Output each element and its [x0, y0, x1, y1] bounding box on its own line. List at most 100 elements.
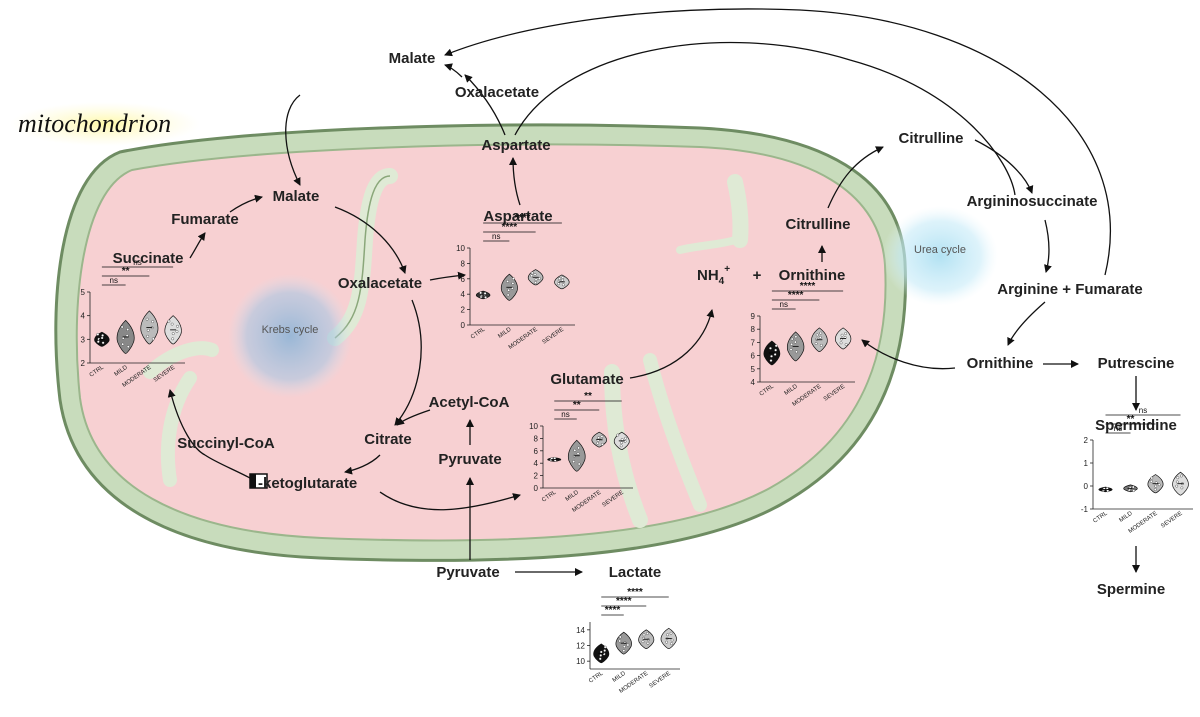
- data-point: [507, 288, 511, 292]
- data-point: [120, 325, 124, 329]
- pathway-arrows: [167, 8, 1140, 576]
- mitochondrion-shape: [54, 123, 908, 562]
- data-point: [558, 277, 561, 281]
- data-point: [577, 462, 581, 466]
- y-tick-label: 6: [751, 352, 756, 361]
- alpha-glyph-fill: [250, 474, 256, 488]
- data-point: [1157, 483, 1161, 487]
- arrow-citrulline-to-argininosuccinate: [974, 139, 1034, 194]
- label-glutamate: Glutamate: [550, 371, 623, 388]
- label-aspartate-cytosol: Aspartate: [481, 137, 550, 154]
- data-point: [597, 436, 601, 440]
- category-label-severe: SEVERE: [1160, 511, 1183, 530]
- data-point: [598, 657, 602, 661]
- data-point: [616, 433, 620, 437]
- data-point: [670, 638, 674, 642]
- label-fumarate: Fumarate: [171, 211, 239, 228]
- label-alpha-ketoglutarate: -ketoglutarate: [258, 475, 357, 492]
- y-tick-label: 14: [576, 626, 585, 635]
- arrow-glutamate-to-nh4: [629, 309, 715, 379]
- arrow-succinylcoa-to-succinate: [167, 389, 206, 456]
- label-citrulline-cytosol: Citrulline: [898, 130, 963, 147]
- label-lactate: Lactate: [609, 564, 662, 581]
- arrow-ornithine-into-mito: [861, 339, 956, 370]
- data-point: [145, 317, 149, 321]
- data-point: [171, 332, 175, 336]
- data-point: [170, 322, 174, 326]
- data-point: [561, 276, 565, 280]
- data-point: [101, 334, 105, 337]
- data-point: [790, 337, 794, 341]
- arrow-citrate-to-akg: [344, 454, 381, 475]
- label-citrate: Citrate: [364, 431, 412, 448]
- significance-label: ****: [605, 605, 621, 616]
- data-point: [666, 633, 669, 637]
- data-point: [646, 632, 649, 635]
- label-succinate: Succinate: [113, 250, 184, 267]
- data-point: [151, 320, 155, 324]
- y-tick-label: 3: [81, 335, 86, 344]
- data-point: [840, 333, 844, 337]
- data-point: [511, 282, 515, 285]
- data-point: [1149, 479, 1153, 483]
- data-point: [793, 340, 797, 344]
- data-point: [839, 341, 843, 345]
- data-point: [534, 281, 537, 284]
- arrow-acetylcoa-to-citrate: [396, 409, 431, 426]
- data-point: [561, 283, 565, 287]
- data-point: [1175, 484, 1179, 488]
- arrow-citrulline-out: [827, 146, 884, 209]
- y-tick-label: 7: [751, 338, 756, 347]
- data-point: [560, 278, 564, 282]
- data-point: [533, 273, 537, 276]
- data-point: [121, 342, 125, 346]
- significance-label: ns: [561, 410, 569, 419]
- data-point: [483, 292, 487, 295]
- data-point: [1132, 489, 1136, 493]
- label-citrulline-mito: Citrulline: [785, 216, 850, 233]
- data-point: [506, 280, 509, 283]
- data-point: [814, 342, 818, 345]
- label-oxalacetate-cytosol: Oxalacetate: [455, 84, 539, 101]
- significance-label: **: [122, 266, 130, 277]
- data-point: [774, 348, 778, 352]
- data-point: [573, 448, 577, 452]
- y-tick-label: 4: [461, 290, 466, 299]
- arrow-akg-to-succinylcoa-a: [204, 454, 251, 479]
- y-tick-label: 9: [751, 312, 756, 321]
- data-point: [176, 324, 179, 328]
- krebs-cycle-glow: [228, 274, 352, 398]
- data-point: [171, 337, 175, 341]
- data-point: [819, 331, 823, 335]
- y-tick-label: 2: [461, 306, 466, 315]
- data-point: [790, 342, 793, 346]
- data-point: [96, 340, 100, 344]
- data-point: [1176, 476, 1180, 480]
- data-point: [769, 346, 772, 350]
- data-point: [773, 353, 777, 356]
- data-point: [670, 642, 673, 646]
- data-point: [646, 641, 650, 645]
- urea-cycle-label: Urea cycle: [914, 244, 966, 256]
- y-tick-label: 6: [534, 447, 539, 456]
- category-label-mild: MILD: [1118, 510, 1134, 524]
- data-point: [618, 635, 622, 639]
- label-acetyl-coa: Acetyl-CoA: [429, 394, 510, 411]
- label-pyruvate-mito: Pyruvate: [438, 451, 501, 468]
- data-point: [600, 435, 604, 439]
- label-spermidine: Spermidine: [1095, 417, 1177, 434]
- data-point: [596, 441, 600, 445]
- label-malate-cytosol: Malate: [389, 50, 436, 67]
- title-highlight: [10, 102, 200, 146]
- data-point: [599, 654, 603, 657]
- data-point: [815, 333, 819, 337]
- label-aspartate-mito: Aspartate: [483, 208, 552, 225]
- arrow-malate-to-oxalacetate: [334, 206, 407, 274]
- y-tick-label: 0: [534, 484, 539, 493]
- data-point: [1153, 488, 1157, 491]
- diagram-title: mitochondrion: [18, 109, 171, 138]
- y-tick-label: 8: [534, 434, 539, 443]
- label-plus: +: [753, 267, 762, 284]
